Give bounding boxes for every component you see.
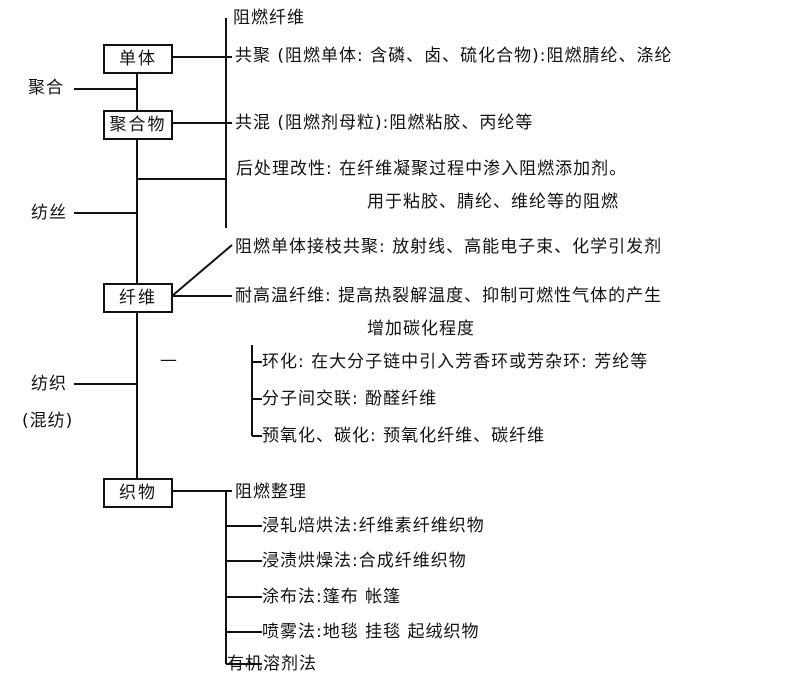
polymer-box: 聚合物 xyxy=(103,110,173,140)
fabric-item-pad-cure: 浸轧焙烘法:纤维素纤维织物 xyxy=(262,516,485,536)
graft-copolymer-text: 阻燃单体接枝共聚: 放射线、高能电子束、化学引发剂 xyxy=(235,237,663,257)
weaving-label: 纺织 xyxy=(31,374,67,394)
flame-retardant-finishing-title: 阻燃整理 xyxy=(235,482,307,502)
fabric-item-coating: 涂布法:篷布 帐篷 xyxy=(262,587,402,607)
heat-resistant-fiber-text-2: 增加碳化程度 xyxy=(367,319,475,339)
fabric-item-solvent: 有机溶剂法 xyxy=(227,654,317,674)
post-treatment-text-2: 用于粘胶、腈纶、维纶等的阻燃 xyxy=(367,192,619,212)
monomer-box: 单体 xyxy=(103,44,173,74)
fabric-item-spray: 喷雾法:地毯 挂毯 起绒织物 xyxy=(262,622,480,642)
fabric-item-dip-dry: 浸渍烘燥法:合成纤维织物 xyxy=(262,551,467,571)
fabric-box: 织物 xyxy=(103,478,173,508)
post-treatment-text-1: 后处理改性: 在纤维凝聚过程中渗入阻燃添加剂。 xyxy=(236,159,628,179)
copolymer-text: 共聚 (阻燃单体: 含磷、卤、硫化合物):阻燃腈纶、涤纶 xyxy=(235,46,673,66)
dash-mark: — xyxy=(160,350,178,370)
polymerization-label: 聚合 xyxy=(28,78,64,98)
sub-item-crosslinking: 分子间交联: 酚醛纤维 xyxy=(262,389,438,409)
blending-label: (混纺) xyxy=(22,411,74,431)
heat-resistant-fiber-text-1: 耐高温纤维: 提高热裂解温度、抑制可燃性气体的产生 xyxy=(235,286,663,306)
flame-retardant-fiber-title: 阻燃纤维 xyxy=(233,8,305,28)
fiber-box: 纤维 xyxy=(103,283,173,313)
sub-item-cyclization: 环化: 在大分子链中引入芳香环或芳杂环: 芳纶等 xyxy=(262,352,649,372)
blend-text: 共混 (阻燃剂母粒):阻燃粘胶、丙纶等 xyxy=(235,113,534,133)
sub-item-preoxidation: 预氧化、碳化: 预氧化纤维、碳纤维 xyxy=(262,426,546,446)
spinning-label: 纺丝 xyxy=(31,203,67,223)
